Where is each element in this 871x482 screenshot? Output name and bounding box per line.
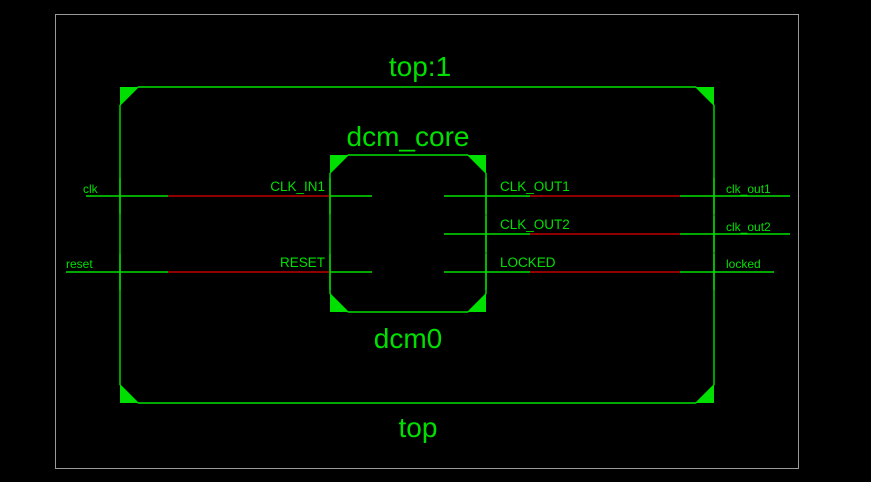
- corner-triangle-top-right: [696, 87, 714, 105]
- inner-block-type-label: dcm_core: [347, 121, 470, 152]
- inner-block-instance-label: dcm0: [374, 323, 442, 354]
- pin-label-clk-out2[interactable]: clk_out2: [726, 220, 771, 234]
- net-clk-out1[interactable]: [444, 178, 790, 214]
- net-reset-to-reset[interactable]: [66, 254, 372, 290]
- inner-corner-triangle-top-left: [330, 155, 348, 173]
- net-clk-out2[interactable]: [444, 216, 790, 252]
- top-block-title: top:1: [389, 51, 451, 82]
- corner-triangle-bottom-left: [120, 385, 138, 403]
- viewport-frame: [55, 14, 799, 469]
- inner-corner-triangle-bottom-left: [330, 294, 348, 312]
- net-locked[interactable]: [444, 254, 774, 290]
- port-label-locked[interactable]: LOCKED: [500, 255, 556, 270]
- top-block-footer-label: top: [399, 412, 438, 443]
- pin-label-reset[interactable]: reset: [66, 257, 93, 271]
- port-label-clk-in1[interactable]: CLK_IN1: [270, 179, 325, 194]
- pin-label-clk[interactable]: clk: [83, 182, 99, 196]
- net-clk-to-clk-in1[interactable]: [86, 178, 372, 214]
- corner-triangle-top-left: [120, 87, 138, 105]
- inner-corner-triangle-top-right: [468, 155, 486, 173]
- pin-label-clk-out1[interactable]: clk_out1: [726, 182, 771, 196]
- port-label-clk-out2[interactable]: CLK_OUT2: [500, 217, 570, 232]
- corner-triangle-bottom-right: [696, 385, 714, 403]
- port-label-reset[interactable]: RESET: [280, 255, 325, 270]
- pin-label-locked[interactable]: locked: [726, 257, 761, 271]
- inner-corner-triangle-bottom-right: [468, 294, 486, 312]
- top-block-outline[interactable]: [119, 86, 715, 404]
- port-label-clk-out1[interactable]: CLK_OUT1: [500, 179, 570, 194]
